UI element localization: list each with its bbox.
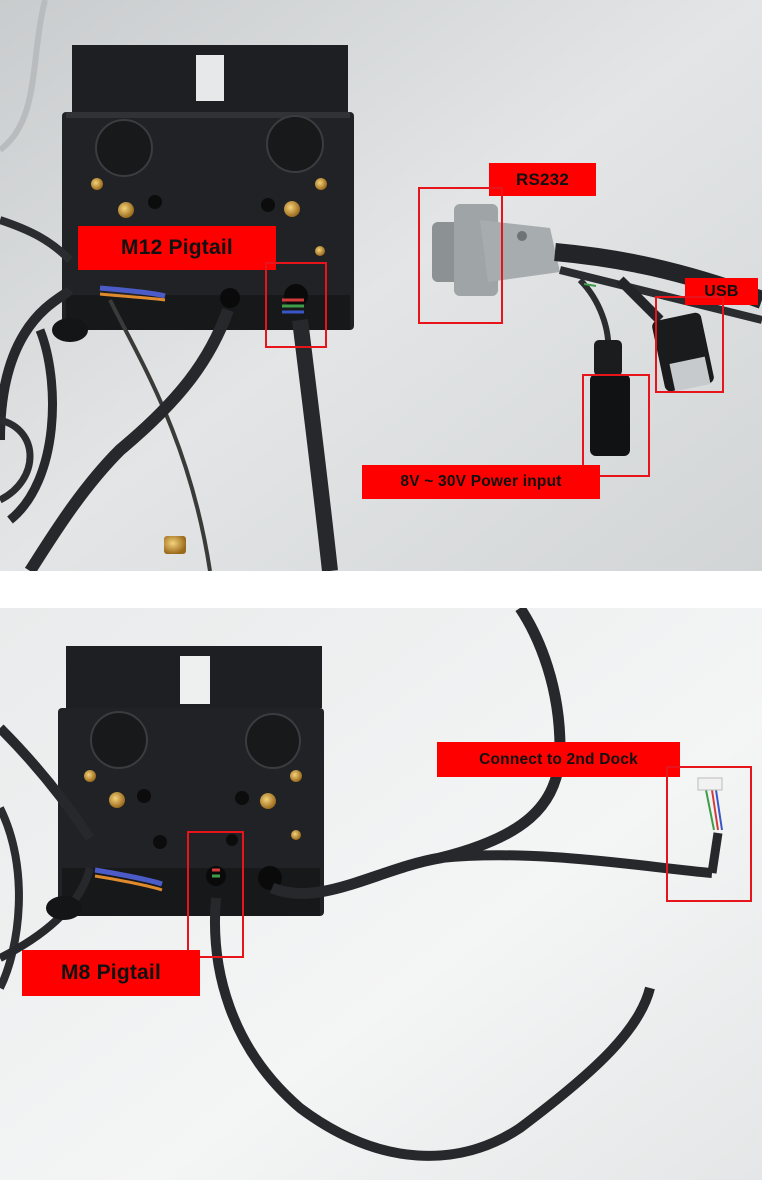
rs232-label: RS232 [489, 163, 596, 196]
connect-2nd-dock-label: Connect to 2nd Dock [437, 742, 680, 777]
m8-pigtail-highlight-box [187, 831, 244, 958]
photo-bottom-dock-second-dock [0, 608, 762, 1180]
bottom-photo-illustration [0, 608, 762, 1180]
power-input-highlight-box [582, 374, 650, 477]
m12-pigtail-highlight-box [265, 262, 327, 348]
connect-2nd-dock-highlight-box [666, 766, 752, 902]
usb-label: USB [685, 278, 758, 305]
usb-highlight-box [655, 296, 724, 393]
m12-pigtail-label: M12 Pigtail [78, 226, 276, 270]
power-input-label: 8V ~ 30V Power input [362, 465, 600, 499]
m8-pigtail-label: M8 Pigtail [22, 950, 200, 996]
rs232-highlight-box [418, 187, 503, 324]
